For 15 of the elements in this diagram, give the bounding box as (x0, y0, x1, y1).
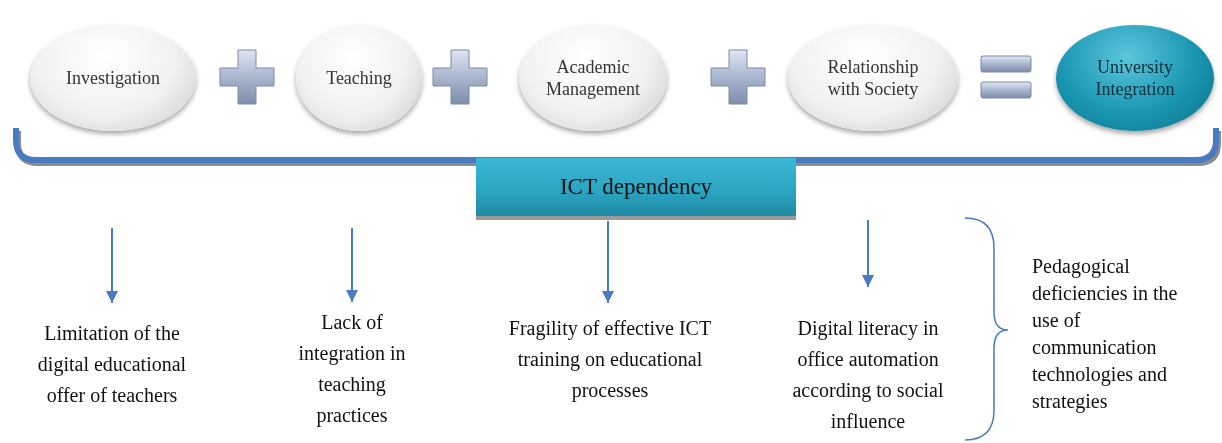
text-label: Digital literacy in office automation according to social influence (773, 313, 963, 437)
text-label: Lack of integration in teaching practices (282, 307, 422, 431)
banner-box: ICT dependency (476, 158, 796, 220)
text-label: Fragility of effective ICT training on educational processes (505, 313, 715, 406)
ellipse-node: Relationship with Society (788, 25, 958, 131)
ellipse-node: Investigation (30, 25, 196, 131)
text-label: Pedagogical deficiencies in the use of communication technologies and strategies (1032, 253, 1208, 415)
ellipse-node: Teaching (296, 25, 422, 131)
arrow (602, 220, 614, 304)
arrow (862, 219, 874, 288)
arrow (346, 227, 358, 303)
text-label: Limitation of the digital educational offer of teachers (22, 318, 202, 411)
ellipse-node: Academic Management (519, 25, 667, 131)
ellipse-node: University Integration (1056, 25, 1214, 131)
arrow (106, 227, 118, 304)
